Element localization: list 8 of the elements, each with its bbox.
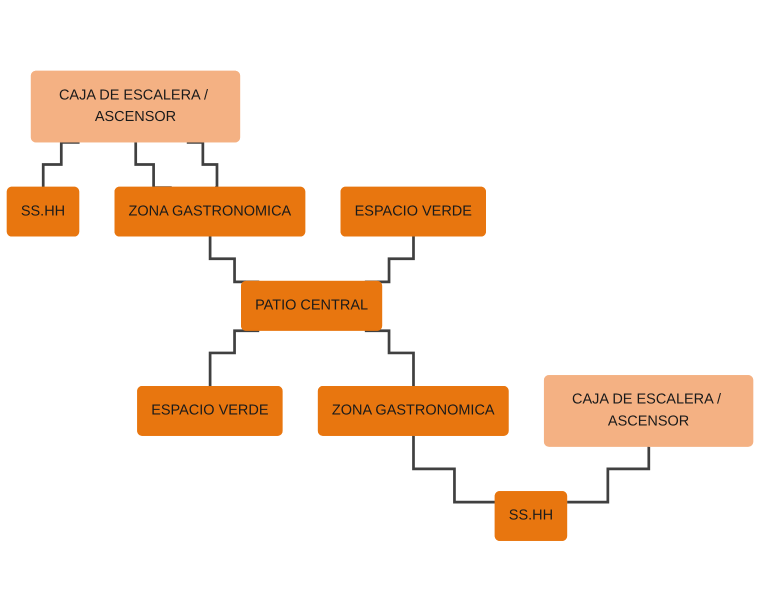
connector	[412, 434, 496, 504]
connector	[567, 446, 650, 504]
connector	[208, 330, 260, 388]
connector	[208, 235, 260, 284]
connector	[186, 141, 218, 190]
connector	[364, 235, 416, 284]
connector	[364, 330, 416, 388]
connector	[42, 141, 80, 190]
